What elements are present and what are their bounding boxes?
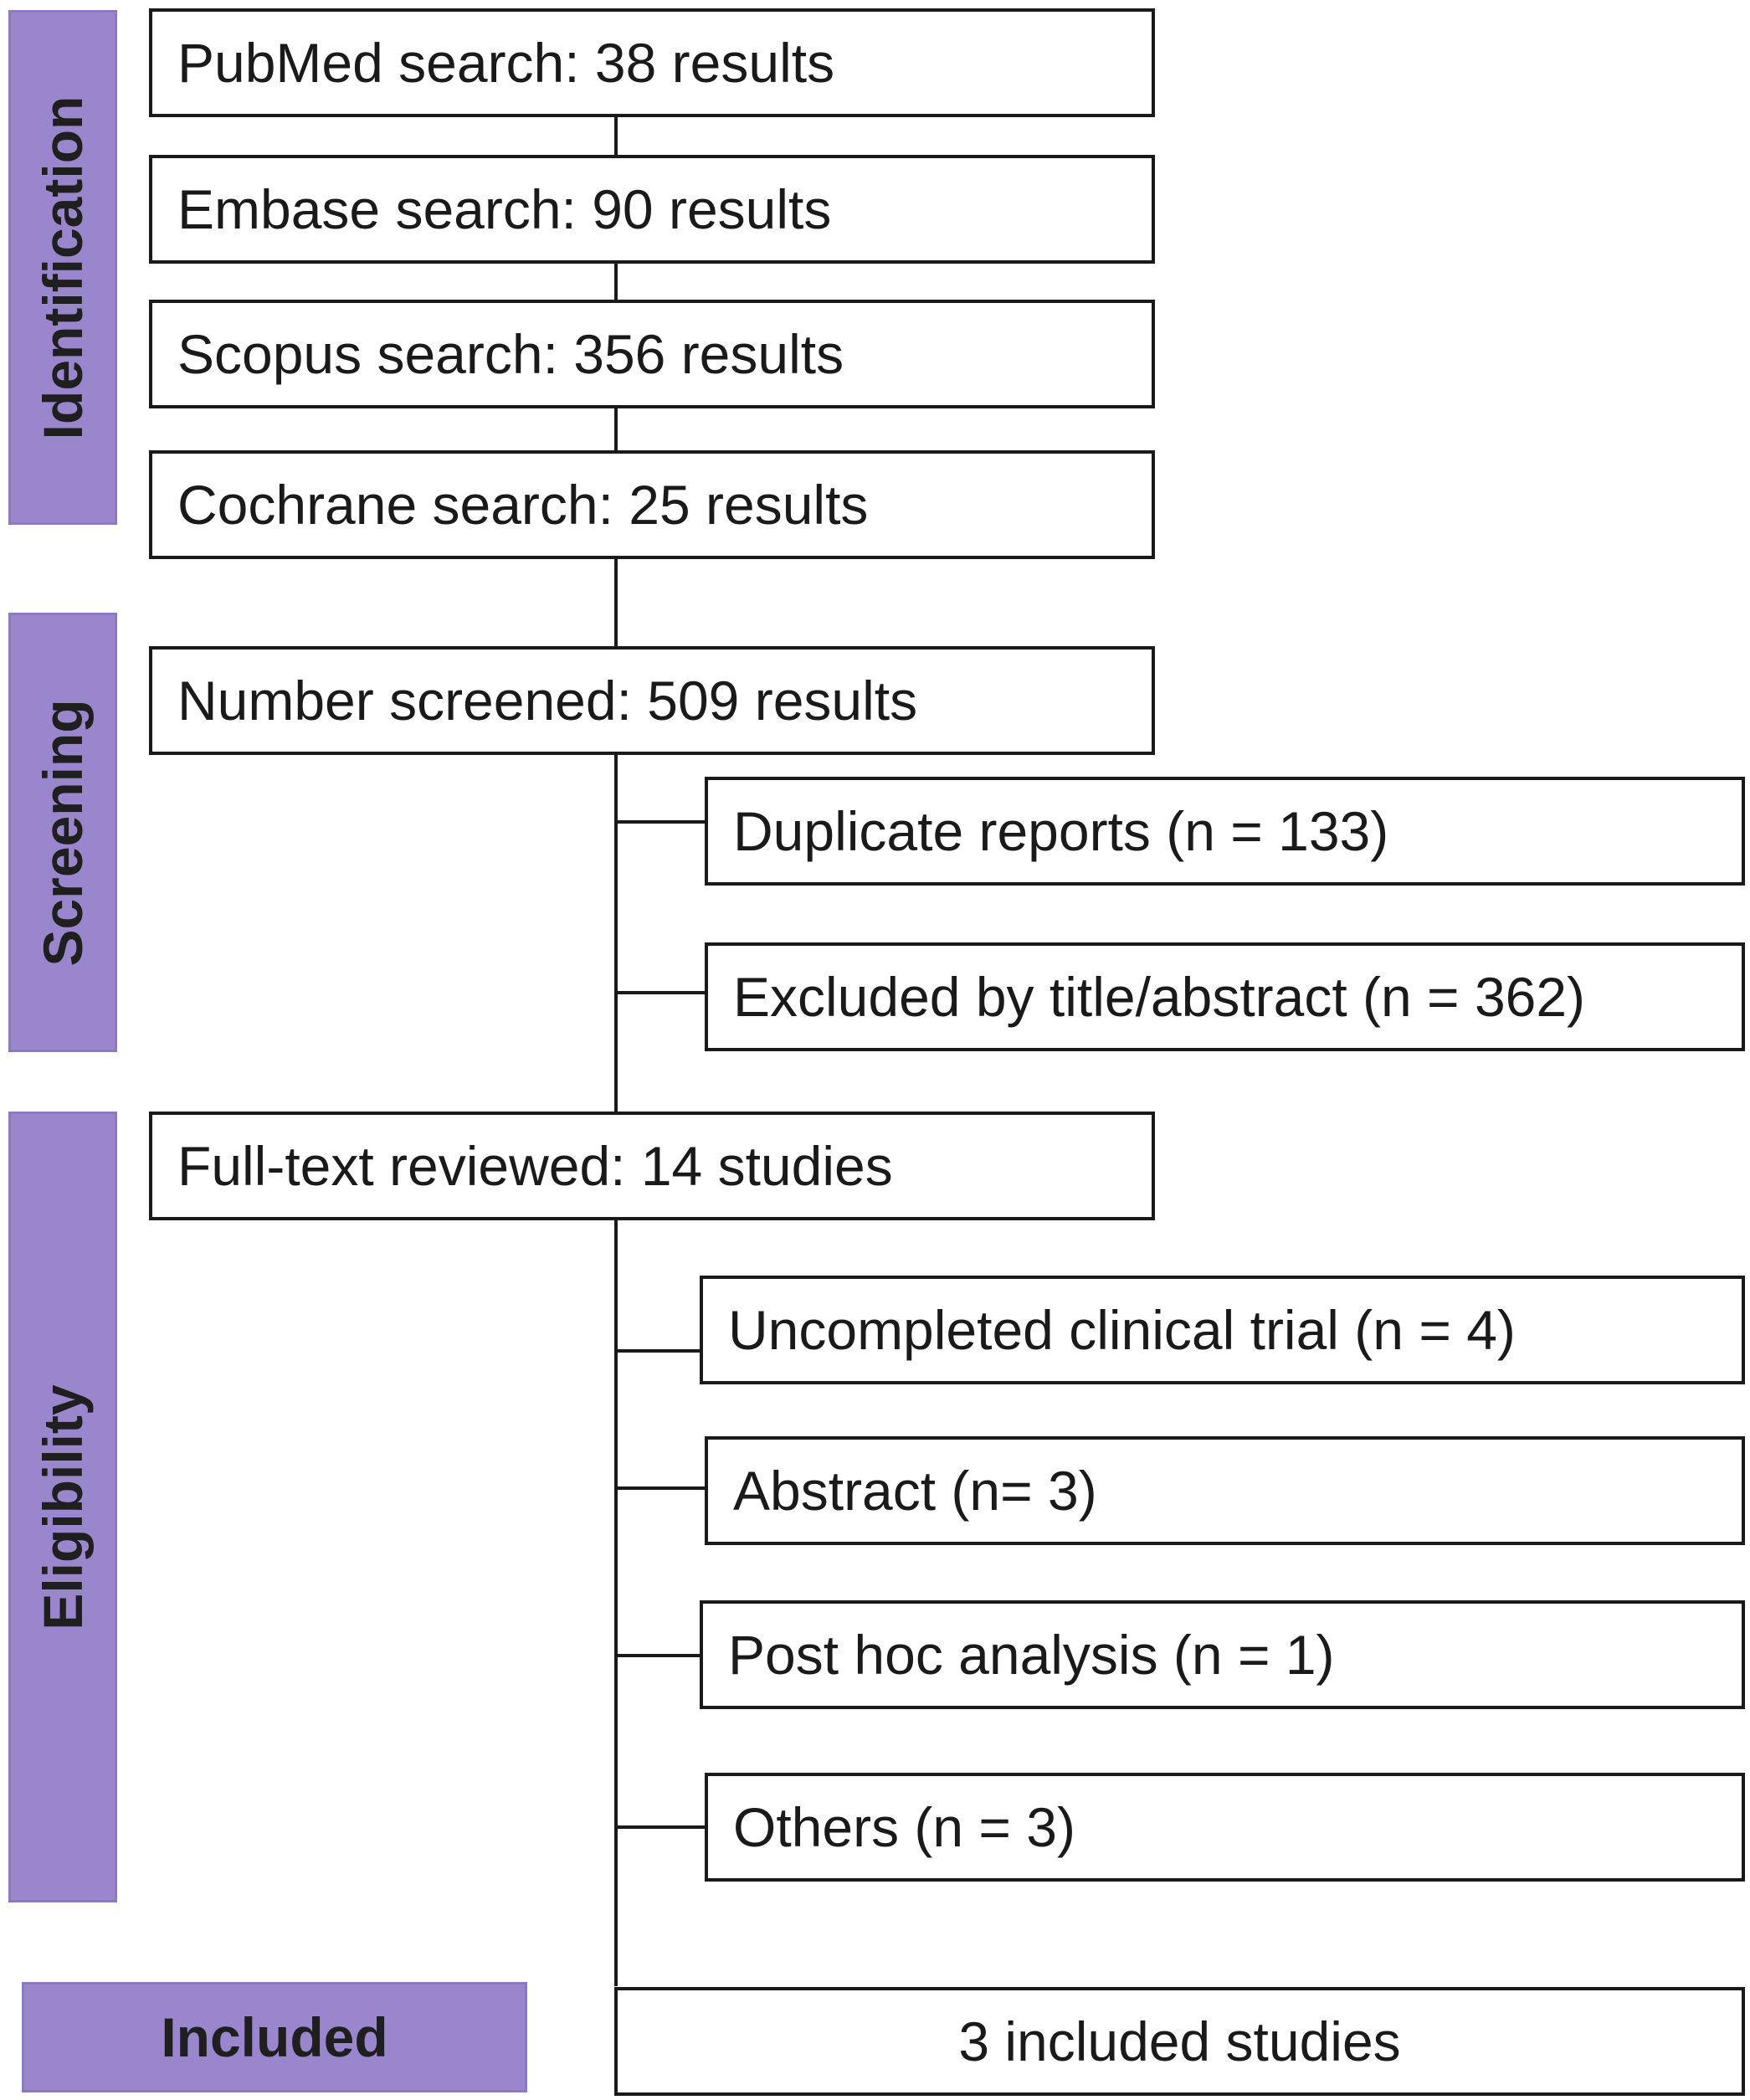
box-abstract: Abstract (n= 3) xyxy=(705,1436,1745,1545)
box-abstract-text: Abstract (n= 3) xyxy=(733,1460,1097,1522)
box-full-text-reviewed-text: Full-text reviewed: 14 studies xyxy=(177,1135,893,1197)
branch-others xyxy=(614,1825,706,1829)
box-embase-search-text: Embase search: 90 results xyxy=(177,178,832,240)
box-included-studies: 3 included studies xyxy=(614,1987,1745,2096)
box-cochrane-search-text: Cochrane search: 25 results xyxy=(177,474,869,536)
branch-duplicate-reports xyxy=(614,820,706,824)
box-number-screened: Number screened: 509 results xyxy=(149,646,1155,755)
phase-bar-included: Included xyxy=(22,1982,527,2092)
box-post-hoc-analysis: Post hoc analysis (n = 1) xyxy=(700,1600,1745,1709)
box-included-studies-text: 3 included studies xyxy=(958,2010,1401,2072)
branch-uncompleted-trial xyxy=(614,1349,701,1353)
branch-post-hoc xyxy=(614,1654,701,1657)
branch-abstract xyxy=(614,1486,706,1490)
branch-excluded-title-abstract xyxy=(614,991,706,994)
box-others-text: Others (n = 3) xyxy=(733,1796,1075,1858)
box-excluded-title-abstract-text: Excluded by title/abstract (n = 362) xyxy=(733,966,1586,1028)
box-pubmed-search: PubMed search: 38 results xyxy=(149,8,1155,117)
phase-label-eligibility: Eligibility xyxy=(32,1384,94,1630)
box-uncompleted-trial: Uncompleted clinical trial (n = 4) xyxy=(700,1276,1745,1384)
box-full-text-reviewed: Full-text reviewed: 14 studies xyxy=(149,1112,1155,1220)
box-duplicate-reports: Duplicate reports (n = 133) xyxy=(705,777,1745,886)
box-scopus-search: Scopus search: 356 results xyxy=(149,300,1155,408)
phase-bar-eligibility: Eligibility xyxy=(8,1112,117,1902)
box-duplicate-reports-text: Duplicate reports (n = 133) xyxy=(733,800,1389,862)
phase-label-screening: Screening xyxy=(32,698,94,967)
box-uncompleted-trial-text: Uncompleted clinical trial (n = 4) xyxy=(728,1299,1516,1361)
connector-eligibility xyxy=(614,1218,618,1986)
box-cochrane-search: Cochrane search: 25 results xyxy=(149,450,1155,559)
phase-bar-identification: Identification xyxy=(8,10,117,525)
box-excluded-title-abstract: Excluded by title/abstract (n = 362) xyxy=(705,942,1745,1051)
box-post-hoc-analysis-text: Post hoc analysis (n = 1) xyxy=(728,1624,1335,1686)
connector-screening xyxy=(614,753,618,1112)
box-pubmed-search-text: PubMed search: 38 results xyxy=(177,32,835,94)
box-others: Others (n = 3) xyxy=(705,1773,1745,1882)
box-number-screened-text: Number screened: 509 results xyxy=(177,670,918,732)
box-scopus-search-text: Scopus search: 356 results xyxy=(177,323,844,385)
phase-label-identification: Identification xyxy=(32,95,94,439)
phase-bar-screening: Screening xyxy=(8,613,117,1052)
box-embase-search: Embase search: 90 results xyxy=(149,155,1155,264)
phase-label-included: Included xyxy=(161,2006,388,2068)
